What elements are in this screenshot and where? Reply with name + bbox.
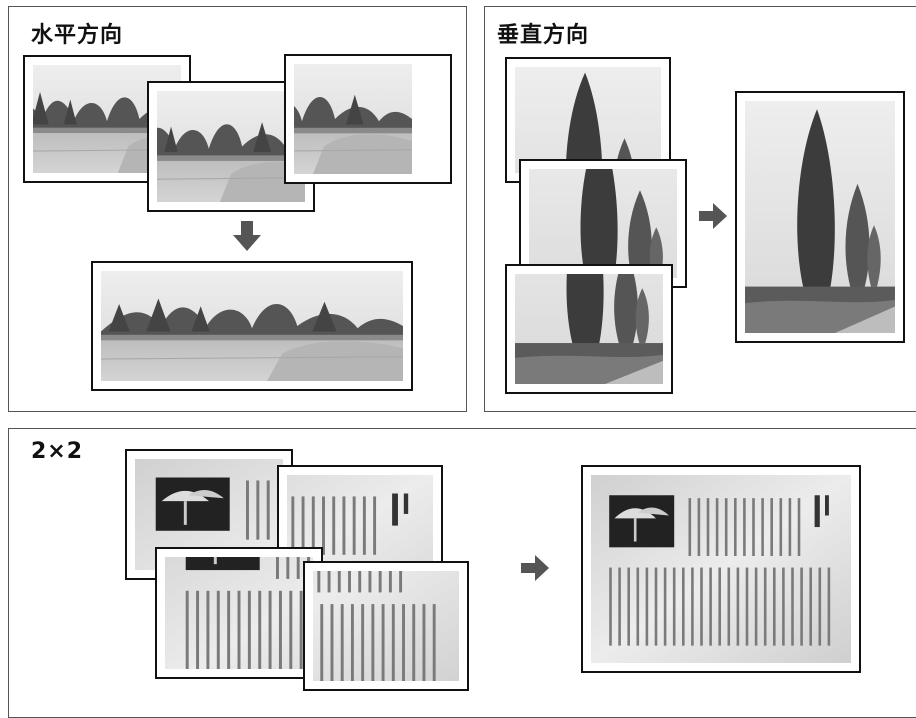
arrow-right-icon	[699, 203, 727, 229]
doc-photo-bottom-left	[155, 547, 323, 679]
horizontal-panel: 水平方向	[8, 6, 467, 412]
grid-panel: 2×2	[8, 428, 916, 718]
vertical-panel: 垂直方向	[484, 6, 916, 412]
panel-title: 水平方向	[31, 23, 124, 48]
stitched-horizontal-photo	[91, 261, 413, 391]
arrow-down-icon	[233, 221, 261, 251]
doc-photo-bottom-right	[303, 561, 469, 691]
poplar-photo-bottom	[505, 264, 673, 394]
arrow-right-icon	[521, 555, 549, 581]
landscape-photo-right	[284, 54, 452, 184]
panel-title: 垂直方向	[497, 23, 590, 48]
stitched-grid-photo	[581, 465, 861, 673]
panel-title: 2×2	[31, 439, 84, 464]
stitched-vertical-photo	[735, 91, 905, 343]
